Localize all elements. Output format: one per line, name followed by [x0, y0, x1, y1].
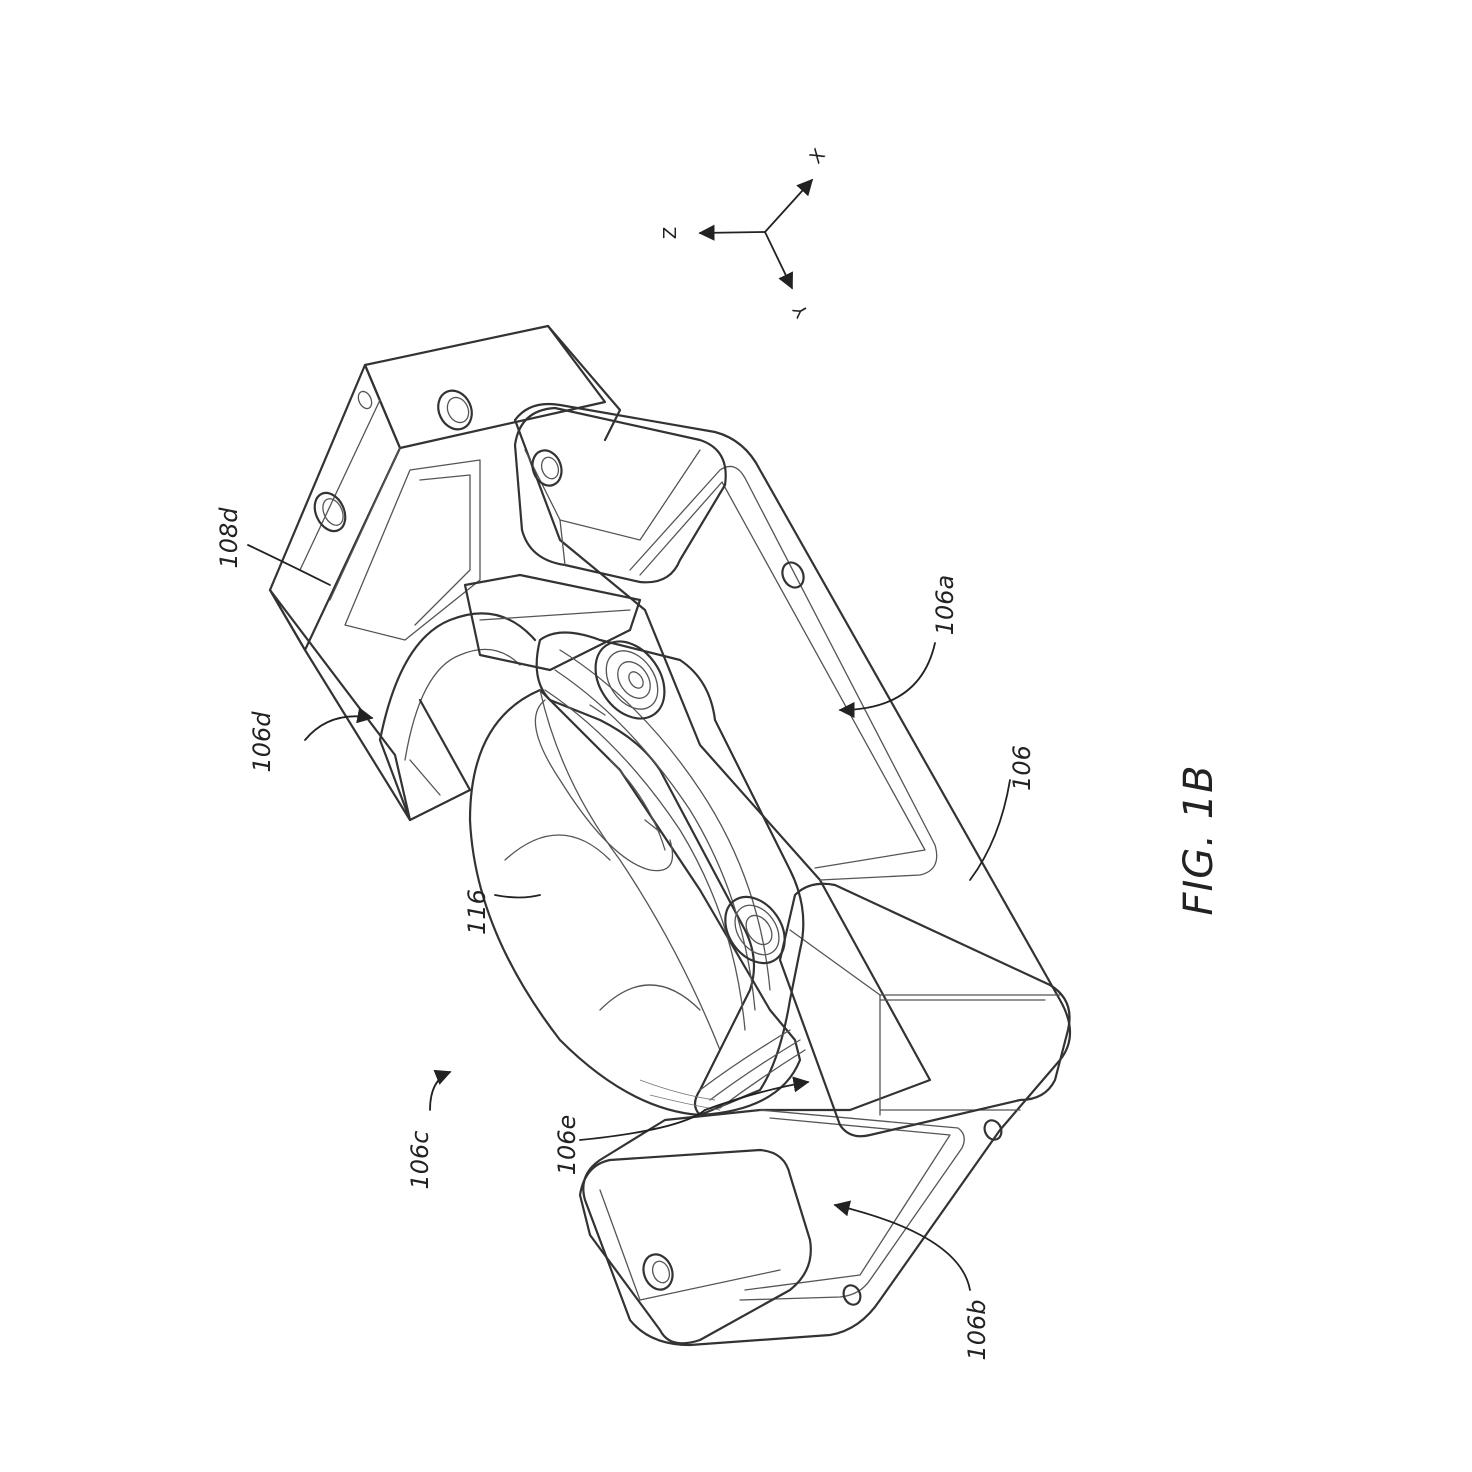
- z-axis-arrow: [698, 224, 766, 241]
- label-106: 106: [1008, 745, 1036, 791]
- lower-post: [578, 1148, 812, 1345]
- label-106e: 106e: [553, 1115, 581, 1176]
- coordinate-axes: Z X Y: [660, 145, 830, 322]
- x-axis-arrow: [764, 178, 814, 233]
- leader-106e-b: [704, 1076, 810, 1111]
- label-106a: 106a: [931, 575, 959, 636]
- front-support-block: [778, 882, 1071, 1138]
- z-axis-label: Z: [660, 227, 681, 239]
- label-116: 116: [463, 889, 491, 935]
- reference-leaders: [247, 544, 1011, 1291]
- upper-post: [513, 406, 727, 584]
- housing-body: [468, 688, 802, 1117]
- leader-116: [494, 894, 541, 899]
- leader-106c: [429, 1069, 452, 1111]
- figure-caption: FIG. 1B: [1176, 764, 1222, 915]
- y-axis-arrow: [764, 231, 793, 290]
- reference-numerals: 108d 106d 106a 106 116 106c 106e 106b: [215, 507, 1036, 1361]
- leader-106a: [838, 642, 936, 719]
- y-axis-label: Y: [789, 300, 814, 322]
- leader-106d: [304, 707, 374, 741]
- label-106d: 106d: [248, 711, 276, 773]
- leader-106e-a: [579, 1109, 706, 1141]
- leader-108d: [247, 544, 331, 586]
- leader-106: [969, 779, 1011, 881]
- label-108d: 108d: [215, 507, 243, 569]
- leader-106b: [833, 1200, 971, 1291]
- x-axis-label: X: [806, 145, 830, 168]
- mid-block: [463, 573, 642, 672]
- label-106c: 106c: [406, 1130, 434, 1189]
- rear-mount-block: [268, 324, 622, 822]
- blade-assembly: [534, 631, 806, 1117]
- label-106b: 106b: [963, 1299, 991, 1360]
